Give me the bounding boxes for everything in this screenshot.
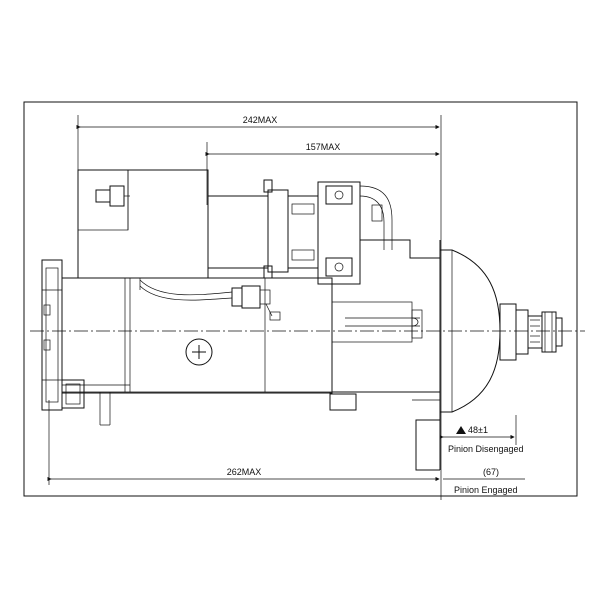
screw-symbol [185, 338, 213, 366]
terminal-block [287, 181, 393, 285]
triangle-marker-icon [456, 426, 466, 434]
drive-housing [329, 239, 441, 471]
solenoid [77, 169, 289, 301]
dim-label-engaged-value: (67) [483, 467, 499, 477]
dim-label-242max: 242MAX [243, 115, 278, 125]
dim-label-pinion-travel: 48±1 [468, 425, 488, 435]
dimension-157max [205, 142, 440, 205]
dimension-262max [47, 400, 440, 485]
dim-label-262max: 262MAX [227, 467, 262, 477]
wire-connector [231, 285, 281, 321]
drawing-frame [23, 101, 578, 497]
dim-label-157max: 157MAX [306, 142, 341, 152]
dimension-pinion-disengaged [439, 240, 517, 500]
dimension-242max [76, 115, 442, 240]
label-pinion-disengaged: Pinion Disengaged [448, 444, 524, 454]
pinion-gear [499, 303, 563, 361]
rear-end-cap [41, 259, 85, 411]
label-pinion-engaged: Pinion Engaged [454, 485, 518, 495]
